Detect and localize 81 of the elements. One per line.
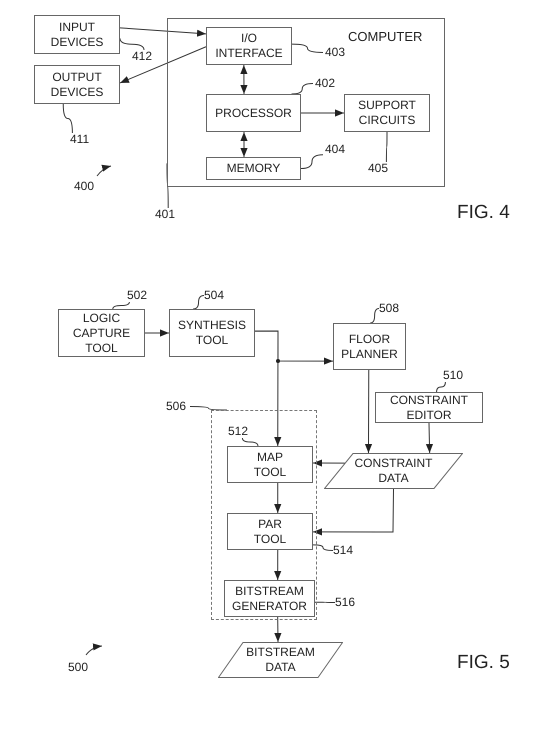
reference-number: 400	[74, 179, 94, 193]
arrow	[240, 132, 248, 158]
process-box	[227, 513, 313, 550]
arrow	[274, 482, 282, 514]
leader-line	[436, 382, 446, 392]
box-label: SUPPORT CIRCUITS	[357, 98, 417, 128]
process-box	[375, 392, 483, 423]
callout-number: 502	[127, 289, 151, 302]
box-label: PAR TOOL	[252, 516, 288, 546]
arrow	[120, 46, 206, 84]
box-label: MAP TOOL	[252, 450, 288, 480]
callout-number: 516	[335, 596, 359, 609]
process-box	[206, 157, 301, 180]
figure-label: FIG. 5	[457, 652, 510, 674]
figure-label: FIG. 4	[457, 202, 510, 224]
callout-number: 412	[132, 50, 156, 63]
box-label: OUTPUT DEVICES	[50, 70, 104, 100]
arrow	[426, 422, 434, 454]
box-label: FLOOR PLANNER	[340, 332, 399, 362]
callout-number: 514	[333, 544, 357, 557]
reference-number: 500	[68, 660, 88, 674]
box-label: PROCESSOR	[215, 106, 292, 120]
callout-number: 404	[323, 143, 347, 156]
callout-number: 411	[70, 133, 94, 146]
process-box	[34, 15, 120, 54]
process-box	[206, 94, 301, 132]
process-box	[169, 309, 255, 357]
callout-number: 504	[204, 289, 228, 302]
box-label: SYNTHESIS TOOL	[176, 318, 247, 348]
callout-number: 508	[379, 302, 403, 315]
callout-number: 402	[313, 77, 337, 90]
arrow	[274, 550, 282, 580]
leader-line	[370, 308, 380, 324]
leader-line	[120, 38, 144, 50]
process-box	[344, 94, 430, 132]
computer-box	[167, 18, 445, 187]
callout-number: 510	[443, 369, 467, 382]
callout-number: 403	[323, 46, 347, 59]
leader-line	[312, 544, 334, 551]
leader-line	[292, 44, 324, 53]
box-label: BITSTREAM GENERATOR	[231, 584, 308, 614]
arrow	[240, 64, 248, 94]
callout-number: 512	[228, 425, 252, 438]
arrow	[120, 27, 206, 37]
box-label: CONSTRAINT EDITOR	[389, 392, 469, 422]
leader-line	[314, 602, 336, 603]
box-label: CONSTRAINT DATA	[354, 456, 434, 486]
leader-line	[291, 83, 314, 94]
leader-line	[300, 154, 324, 169]
data-parallelogram	[218, 642, 343, 678]
box-label: MEMORY	[226, 161, 280, 176]
process-box	[227, 446, 313, 483]
box-title: COMPUTER	[348, 29, 422, 44]
box-label: I/O INTERFACE	[214, 31, 284, 61]
arrow	[274, 616, 282, 642]
process-box	[58, 309, 145, 357]
leader-line	[192, 295, 204, 310]
arrow	[254, 330, 334, 365]
box-label: INPUT DEVICES	[50, 20, 104, 50]
process-box	[206, 27, 292, 65]
arrow	[312, 459, 346, 467]
callout-number: 401	[155, 208, 179, 221]
box-label: BITSTREAM DATA	[245, 645, 316, 675]
leader-line	[242, 438, 258, 446]
leader-line	[166, 162, 169, 208]
arrow	[300, 109, 344, 117]
callout-number: 506	[166, 400, 190, 413]
arrow	[144, 329, 170, 337]
arrow	[312, 488, 394, 536]
box-label: LOGIC CAPTURE TOOL	[72, 310, 132, 356]
data-parallelogram	[324, 453, 463, 489]
callout-number: 405	[366, 162, 390, 175]
process-box	[333, 323, 406, 370]
arrow	[364, 370, 372, 454]
leader-line	[62, 104, 73, 134]
dashed-group-box	[211, 410, 317, 620]
leader-line	[190, 406, 228, 410]
process-box	[34, 65, 120, 104]
process-box	[224, 580, 315, 617]
leader-line	[386, 132, 388, 162]
leader-line	[112, 302, 130, 310]
